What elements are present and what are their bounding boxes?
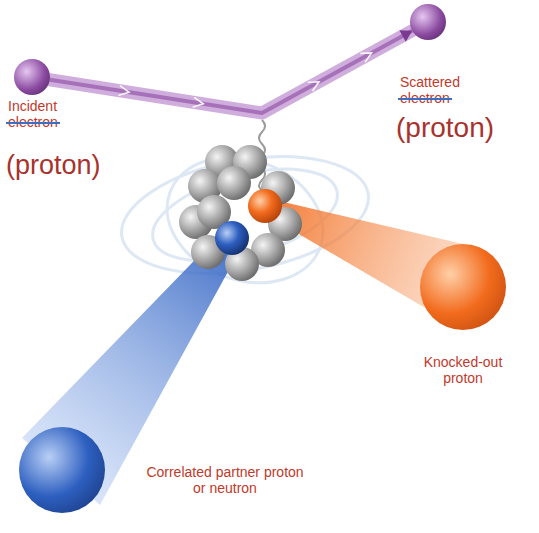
particle-label: Knocked-out proton (413, 354, 513, 386)
particle-ball: Knocked-out proton (420, 244, 506, 330)
particle-label: Incident electron (8, 98, 78, 130)
beam-connector (50, 30, 412, 113)
strike-line (398, 98, 452, 100)
particle-ball: Incident electron(proton) (14, 59, 50, 95)
particle-label: (proton) (396, 112, 531, 144)
particle-label: (proton) (6, 150, 136, 181)
particle-ball: Correlated partner proton or neutron (19, 427, 105, 513)
particle-ball: Scattered electron(proton) (410, 4, 446, 40)
particle-label: Correlated partner proton or neutron (140, 464, 310, 496)
strike-line (6, 122, 60, 124)
particle-label: Scattered electron (400, 74, 480, 106)
